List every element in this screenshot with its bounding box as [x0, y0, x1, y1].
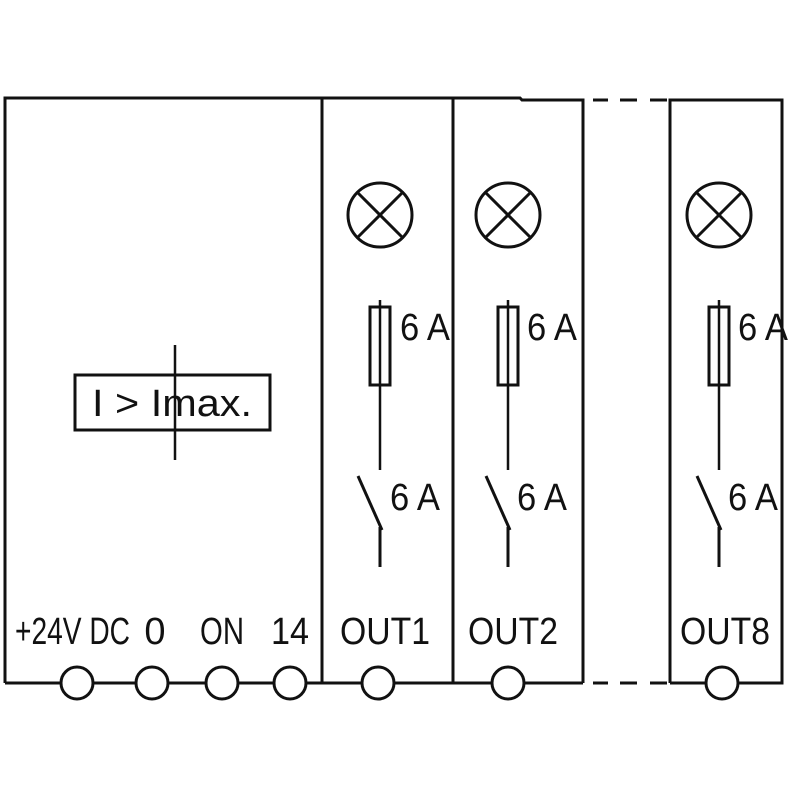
supply-terminal-labels: +24V DC 0 ON 14: [15, 611, 309, 653]
switch-rating: 6 A: [728, 477, 779, 519]
terminal-out2-icon: [490, 665, 526, 701]
terminal-14-icon: [272, 665, 308, 701]
lamp-icon: [685, 181, 753, 249]
terminal-out8-icon: [704, 665, 740, 701]
overcurrent-label: I > Imax.: [92, 383, 252, 425]
channel-out1: 6 A 6 A OUT1: [340, 181, 451, 653]
terminal-24vdc-icon: [59, 665, 95, 701]
terminal-label-24vdc: +24V DC: [15, 611, 130, 653]
overcurrent-detector: I > Imax.: [73, 345, 272, 460]
terminals: [59, 665, 740, 701]
switch-icon: [695, 475, 723, 567]
continuation-dashes: [593, 98, 667, 685]
switch-icon: [484, 475, 512, 567]
switch-icon: [356, 475, 384, 567]
fuse-rating: 6 A: [527, 307, 578, 349]
channel-label: OUT8: [680, 611, 770, 653]
terminal-label-14: 14: [271, 611, 309, 653]
fuse-icon: [368, 305, 392, 387]
fuse-rating: 6 A: [400, 307, 451, 349]
fuse-rating: 6 A: [738, 307, 789, 349]
channel-out8: 6 A 6 A OUT8: [680, 181, 789, 653]
enclosure: [3, 96, 784, 685]
channel-out2: 6 A 6 A OUT2: [468, 181, 578, 653]
terminal-on-icon: [204, 665, 240, 701]
switch-rating: 6 A: [517, 477, 568, 519]
fuse-icon: [496, 305, 520, 387]
lamp-icon: [474, 181, 542, 249]
terminal-label-on: ON: [200, 611, 244, 653]
terminal-out1-icon: [360, 665, 396, 701]
terminal-0-icon: [134, 665, 170, 701]
fuse-icon: [707, 305, 731, 387]
lamp-icon: [346, 181, 414, 249]
terminal-label-0: 0: [144, 611, 165, 653]
switch-rating: 6 A: [390, 477, 441, 519]
channel-label: OUT1: [340, 611, 430, 653]
channel-label: OUT2: [468, 611, 558, 653]
